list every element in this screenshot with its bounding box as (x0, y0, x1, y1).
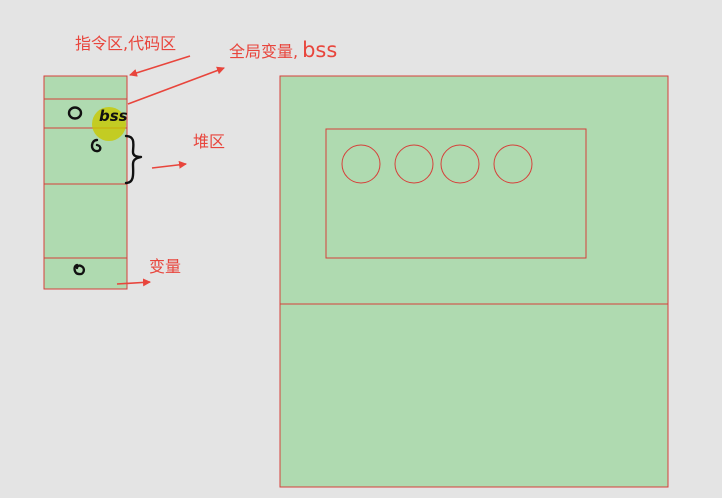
hand-circle-stack (73, 263, 86, 276)
code-area-label: 指令区,代码区 (75, 34, 176, 53)
highlight-cursor (92, 107, 126, 141)
large-memory-diagram (279, 75, 669, 488)
circle-1 (341, 144, 381, 184)
hand-circle-global (67, 106, 83, 120)
circle-4 (493, 144, 533, 184)
global-vars-arrow (127, 66, 225, 105)
hand-brace (124, 134, 143, 185)
global-vars-label: 全局变量,bss (229, 38, 337, 62)
global-vars-label-text: 全局变量, (229, 42, 298, 61)
heap-arrow (151, 160, 187, 169)
variable-arrow (116, 278, 151, 287)
handwritten-bss-label: bss (99, 107, 128, 125)
circle-2 (394, 144, 434, 184)
hand-circle-heap (90, 138, 102, 153)
bss-label: bss (302, 38, 337, 62)
circle-3 (440, 144, 480, 184)
variable-label: 变量 (149, 257, 181, 276)
code-area-arrow (129, 55, 191, 77)
handwritten-marks: bss (67, 106, 143, 276)
large-memory-outline (279, 75, 669, 488)
heap-label: 堆区 (193, 132, 225, 151)
inner-region (325, 128, 587, 259)
